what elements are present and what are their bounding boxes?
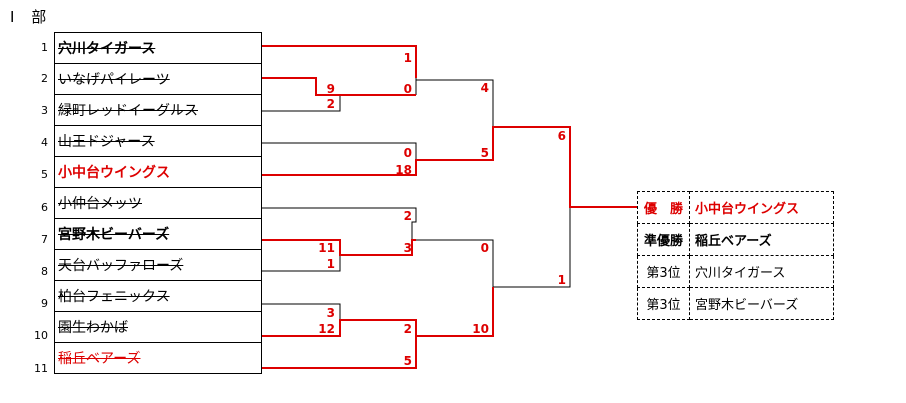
bracket-line xyxy=(262,142,417,160)
score-label: 2 xyxy=(404,322,412,336)
seed-number: 1 xyxy=(41,41,48,54)
team-name: 緑町レッドイーグルス xyxy=(58,103,198,119)
result-team: 小中台ウイングス xyxy=(689,191,834,224)
score-label: 6 xyxy=(558,129,566,143)
result-row: 優 勝 小中台ウイングス xyxy=(637,191,834,224)
rank-label: 第3位 xyxy=(637,287,690,320)
winner-line xyxy=(262,126,637,208)
result-team: 稲丘ベアーズ xyxy=(689,223,834,256)
score-label: 3 xyxy=(404,241,412,255)
winner-line xyxy=(262,239,416,256)
score-label: 1 xyxy=(327,257,335,271)
score-label: 2 xyxy=(327,97,335,111)
winner-line xyxy=(262,287,494,337)
seed-number: 2 xyxy=(41,72,48,85)
team-name: 山王ドジャース xyxy=(58,134,155,150)
score-label: 0 xyxy=(404,146,412,160)
score-label: 1 xyxy=(404,51,412,65)
team-list: 穴川タイガース いなげパイレーツ 緑町レッドイーグルス 山王ドジャース 小中台ウ… xyxy=(54,32,262,374)
score-label: 0 xyxy=(404,82,412,96)
score-label: 5 xyxy=(404,354,412,368)
score-label: 3 xyxy=(327,306,335,320)
score-label: 5 xyxy=(481,146,489,160)
score-label: 2 xyxy=(404,209,412,223)
rank-label: 第3位 xyxy=(637,255,690,288)
team-name: 小中台ウイングス xyxy=(58,165,170,181)
team-name: 柏台フェニックス xyxy=(58,289,170,305)
bracket-line xyxy=(416,79,494,127)
team-name: 稲丘ベアーズ xyxy=(58,351,141,367)
seed-number: 11 xyxy=(34,362,48,375)
seed-number: 4 xyxy=(41,136,48,149)
score-label: 1 xyxy=(558,273,566,287)
result-row: 準優勝 稲丘ベアーズ xyxy=(637,223,834,256)
result-team: 宮野木ビーバーズ xyxy=(689,287,834,320)
seed-number: 8 xyxy=(41,265,48,278)
team-cell: 天台バッファローズ xyxy=(54,249,262,281)
results-table: 優 勝 小中台ウイングス 準優勝 稲丘ベアーズ 第3位 穴川タイガース 第3位 … xyxy=(637,191,834,320)
team-cell: 園生わかば xyxy=(54,311,262,343)
winner-line xyxy=(262,45,417,78)
team-cell: 穴川タイガース xyxy=(54,32,262,64)
team-name: 穴川タイガース xyxy=(58,41,156,57)
team-cell: 山王ドジャース xyxy=(54,125,262,157)
seed-number: 10 xyxy=(34,329,48,342)
seed-number: 9 xyxy=(41,297,48,310)
team-name: 園生わかば xyxy=(58,320,128,336)
winner-line xyxy=(262,77,416,96)
bracket-line xyxy=(262,303,341,320)
score-label: 10 xyxy=(472,322,489,336)
team-name: 天台バッファローズ xyxy=(58,258,184,274)
score-label: 4 xyxy=(481,81,489,95)
score-label: 11 xyxy=(318,241,335,255)
team-cell: 柏台フェニックス xyxy=(54,280,262,312)
result-row: 第3位 穴川タイガース xyxy=(637,255,834,288)
rank-label: 準優勝 xyxy=(637,223,690,256)
seed-number: 6 xyxy=(41,201,48,214)
team-name: 小仲台メッツ xyxy=(58,196,142,212)
team-name: いなげパイレーツ xyxy=(58,72,170,88)
rank-label: 優 勝 xyxy=(637,191,690,224)
team-cell: 緑町レッドイーグルス xyxy=(54,94,262,126)
team-name: 宮野木ビーバーズ xyxy=(58,227,170,243)
score-label: 0 xyxy=(481,241,489,255)
bracket-line xyxy=(262,255,341,272)
score-label: 9 xyxy=(327,82,335,96)
winner-line xyxy=(262,336,417,369)
result-row: 第3位 宮野木ビーバーズ xyxy=(637,287,834,320)
seed-number: 7 xyxy=(41,233,48,246)
team-cell: 小中台ウイングス xyxy=(54,156,262,188)
team-cell: 稲丘ベアーズ xyxy=(54,342,262,374)
seed-number: 5 xyxy=(41,168,48,181)
bracket-line xyxy=(262,207,417,255)
division-title: Ⅰ 部 xyxy=(10,8,53,26)
seed-number: 3 xyxy=(41,104,48,117)
bracket-line xyxy=(416,239,494,290)
bracket-line xyxy=(493,207,571,288)
score-label: 12 xyxy=(318,322,335,336)
result-team: 穴川タイガース xyxy=(689,255,834,288)
score-label: 18 xyxy=(395,163,412,177)
